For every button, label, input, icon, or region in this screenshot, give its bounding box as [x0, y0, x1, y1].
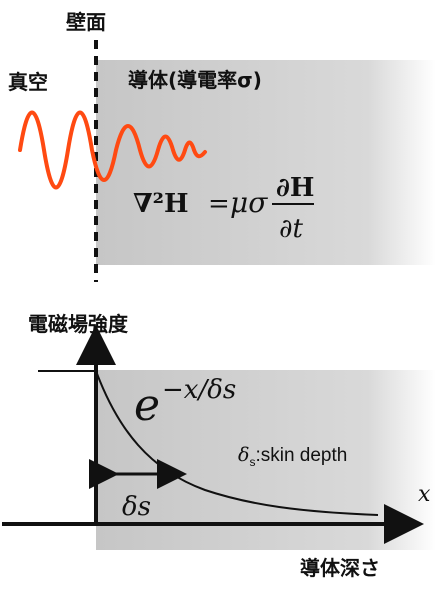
equation-numerator: ∂H: [276, 173, 314, 203]
equation-coeff: μσ: [230, 186, 268, 219]
exp-exponent: −x/δs: [162, 375, 236, 405]
incident-wave: [18, 110, 207, 190]
equation-equals: =: [208, 189, 230, 219]
vacuum-label: 真空: [8, 70, 48, 94]
x-axis-label: x: [418, 482, 431, 507]
equation-denominator: ∂t: [279, 214, 303, 244]
decay-curve: [95, 370, 379, 516]
skin-depth-label: δs:skin depth: [238, 444, 347, 469]
skin-subscript: s: [249, 454, 256, 469]
conductor-depth-label: 導体深さ: [300, 556, 380, 580]
exp-base: e: [134, 380, 160, 431]
wall-label: 壁面: [66, 10, 106, 34]
skin-text: :skin depth: [255, 445, 348, 466]
skin-depth-arrow-label: δs: [122, 492, 151, 522]
conductor-label: 導体(導電率σ): [128, 68, 262, 92]
equation-lhs: ∇²H: [133, 189, 189, 219]
field-strength-label: 電磁場強度: [28, 312, 128, 336]
diffusion-equation: ∇²H = μσ ∂H ∂t: [133, 173, 314, 244]
skin-symbol: δ: [238, 444, 250, 466]
